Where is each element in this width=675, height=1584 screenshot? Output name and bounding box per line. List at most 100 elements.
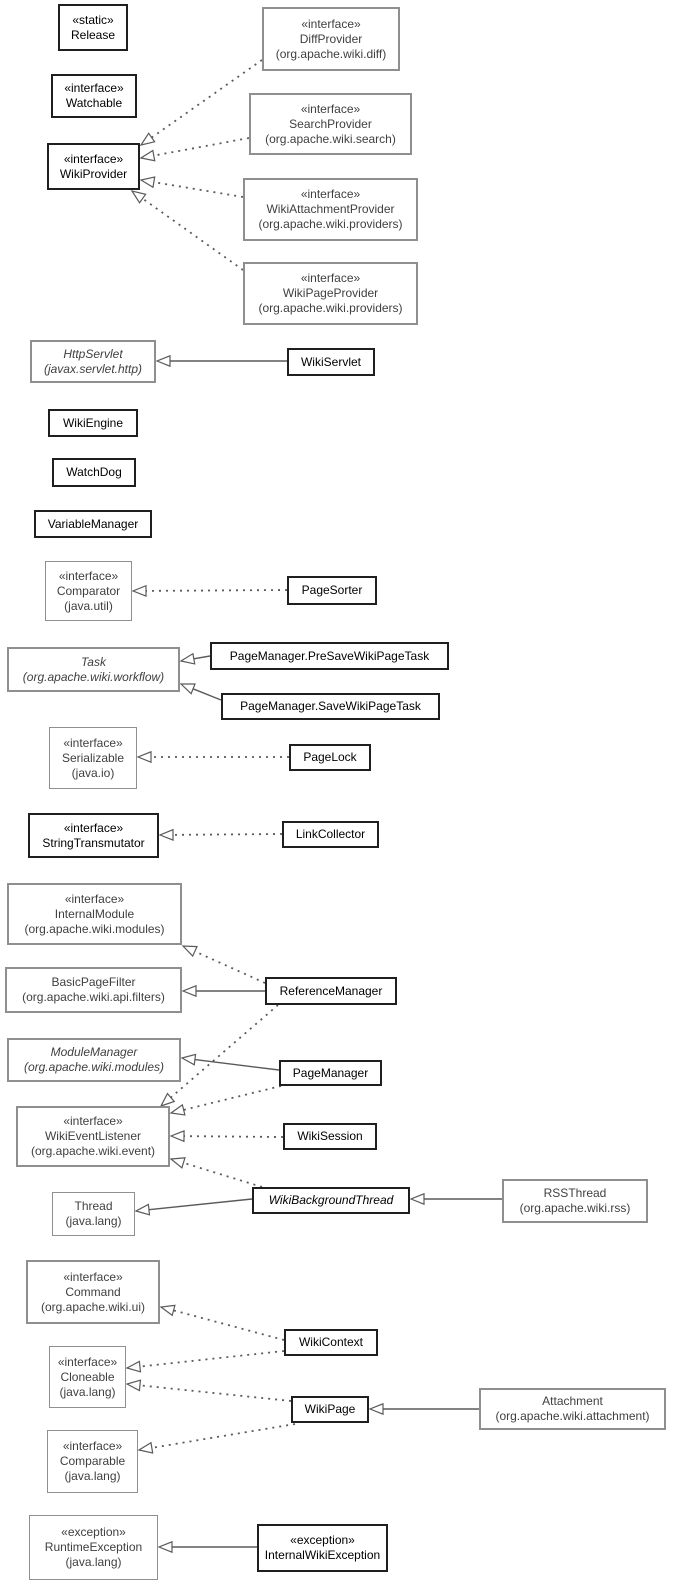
class-box-pagelock: PageLock [289,744,371,771]
class-box-linkcollector: LinkCollector [282,821,379,848]
class-box-cloneable: «interface»Cloneable(java.lang) [49,1346,126,1408]
class-box-label: «interface» [62,1439,123,1453]
edge-presavetask-extends-task [179,652,211,665]
class-box-label: WikiServlet [300,354,361,369]
class-box-label: (javax.servlet.http) [43,361,143,376]
class-box-label: (org.apache.wiki.modules) [23,1060,165,1074]
class-box-label: Comparator [56,583,121,598]
class-box-referencemanager: ReferenceManager [265,977,397,1005]
edge-pagesorter-implements-comparator [131,584,288,597]
class-box-wikipage: WikiPage [291,1396,369,1423]
edge-line [192,688,222,701]
edge-wikibackgroundthread-extends-thread [134,1198,253,1216]
class-box-wikibackgroundthread: WikiBackgroundThread [252,1187,410,1214]
class-box-label: (org.apache.wiki.diff) [275,46,387,61]
class-box-label: (org.apache.wiki.api.filters) [22,990,165,1004]
class-box-label: «interface» [63,820,124,835]
class-box-label: «interface» [63,151,124,166]
class-box-label: (org.apache.wiki.ui) [40,1299,146,1314]
class-box-label: «interface» [63,735,123,750]
edge-referencemanager-extends-basicpagefilter [181,984,265,998]
class-box-release: «static»Release [58,4,128,51]
class-box-label: Comparable [59,1454,126,1468]
class-box-label: ReferenceManager [279,983,383,998]
class-box-watchable: «interface»Watchable [51,74,137,118]
edge-line [193,655,211,660]
class-box-label: «interface» [63,1114,123,1128]
class-box-label: «interface» [63,1269,123,1284]
class-box-label: LinkCollector [295,827,366,841]
class-box-searchprovider: «interface»SearchProvider(org.apache.wik… [249,93,412,155]
class-box-wikicontext: WikiContext [284,1329,378,1356]
class-box-label: Task [81,654,106,669]
class-box-internalmodule: «interface»InternalModule(org.apache.wik… [7,883,182,945]
edge-wikiservlet-extends-httpservlet [155,354,287,368]
class-box-label: Thread [74,1199,113,1213]
class-box-wikipageprovider: «interface»WikiPageProvider(org.apache.w… [243,262,418,325]
hollow-triangle-arrowhead [179,652,196,665]
class-box-attachment: Attachment(org.apache.wiki.attachment) [479,1388,666,1430]
class-box-label: «interface» [300,101,361,116]
hollow-triangle-arrowhead [169,1157,186,1169]
edge-line [183,1135,284,1138]
class-box-wikiattachmentprovider: «interface»WikiAttachmentProvider(org.ap… [243,178,418,241]
class-box-thread: Thread(java.lang) [52,1192,135,1236]
class-box-label: SearchProvider [289,116,372,131]
edge-line [153,181,244,198]
class-box-label: RSSThread [543,1186,607,1200]
class-box-label: PageSorter [301,583,363,597]
class-box-pagemanager: PageManager [279,1060,382,1086]
hollow-triangle-arrowhead [155,354,171,368]
class-box-stringtransmutator: «interface»StringTransmutator [28,813,159,858]
hollow-triangle-arrowhead [180,1053,197,1066]
edge-attachment-extends-wikipage [368,1402,479,1416]
class-box-wikiservlet: WikiServlet [287,348,375,376]
class-box-basicpagefilter: BasicPageFilter(org.apache.wiki.api.filt… [5,967,182,1013]
hollow-triangle-arrowhead [181,984,197,998]
class-box-label: (org.apache.wiki.providers) [258,217,403,231]
edge-wikisession-implements-wikieventlistener [169,1130,284,1143]
edge-pagemanager-implements-wikieventlistener [169,1085,282,1116]
class-box-wikieventlistener: «interface»WikiEventListener(org.apache.… [16,1106,170,1167]
class-box-label: StringTransmutator [42,835,145,850]
hollow-triangle-arrowhead [125,1379,142,1392]
class-box-watchdog: WatchDog [52,458,136,487]
edge-line [151,59,263,139]
edge-wikipage-implements-comparable [137,1423,296,1454]
class-box-diffprovider: «interface»DiffProvider(org.apache.wiki.… [262,7,400,71]
class-box-label: (org.apache.wiki.search) [265,131,396,146]
hollow-triangle-arrowhead [169,1130,185,1143]
class-box-label: (org.apache.wiki.modules) [24,921,165,936]
edge-referencemanager-implements-wikieventlistener [159,1004,279,1108]
class-box-runtimeexception: «exception»RuntimeException(java.lang) [29,1515,158,1580]
class-box-label: Attachment [542,1394,603,1408]
edge-line [139,1384,292,1402]
hollow-triangle-arrowhead [158,828,174,841]
hollow-triangle-arrowhead [139,132,156,146]
class-box-label: Cloneable [60,1369,115,1384]
edge-savetask-extends-task [179,683,222,701]
edge-linkcollector-implements-stringtransmutator [158,828,283,841]
edge-wikiattachmentprovider-implements-wikiprovider [139,176,244,198]
class-box-task: Task(org.apache.wiki.workflow) [7,647,180,692]
hollow-triangle-arrowhead [130,190,147,204]
hollow-triangle-arrowhead [368,1402,384,1416]
hollow-triangle-arrowhead [179,683,196,695]
edge-line [153,137,250,157]
class-box-label: «interface» [58,568,119,583]
edge-diffprovider-implements-wikiprovider [139,59,263,146]
class-box-label: «exception» [290,1533,355,1547]
class-box-label: «interface» [57,1354,118,1369]
class-box-label: «interface» [300,271,361,285]
hollow-triangle-arrowhead [125,1360,142,1373]
edge-wikipage-implements-cloneable [125,1379,292,1402]
edge-line [142,197,244,271]
class-box-label: WikiPage [304,1402,356,1416]
class-box-label: (java.lang) [65,1555,122,1569]
class-box-label: WikiBackgroundThread [268,1193,394,1207]
edge-line [170,1004,279,1099]
class-box-label: WikiAttachmentProvider [266,202,395,216]
hollow-triangle-arrowhead [169,1103,186,1116]
hollow-triangle-arrowhead [159,1304,176,1317]
class-box-label: WikiPageProvider [282,286,379,300]
